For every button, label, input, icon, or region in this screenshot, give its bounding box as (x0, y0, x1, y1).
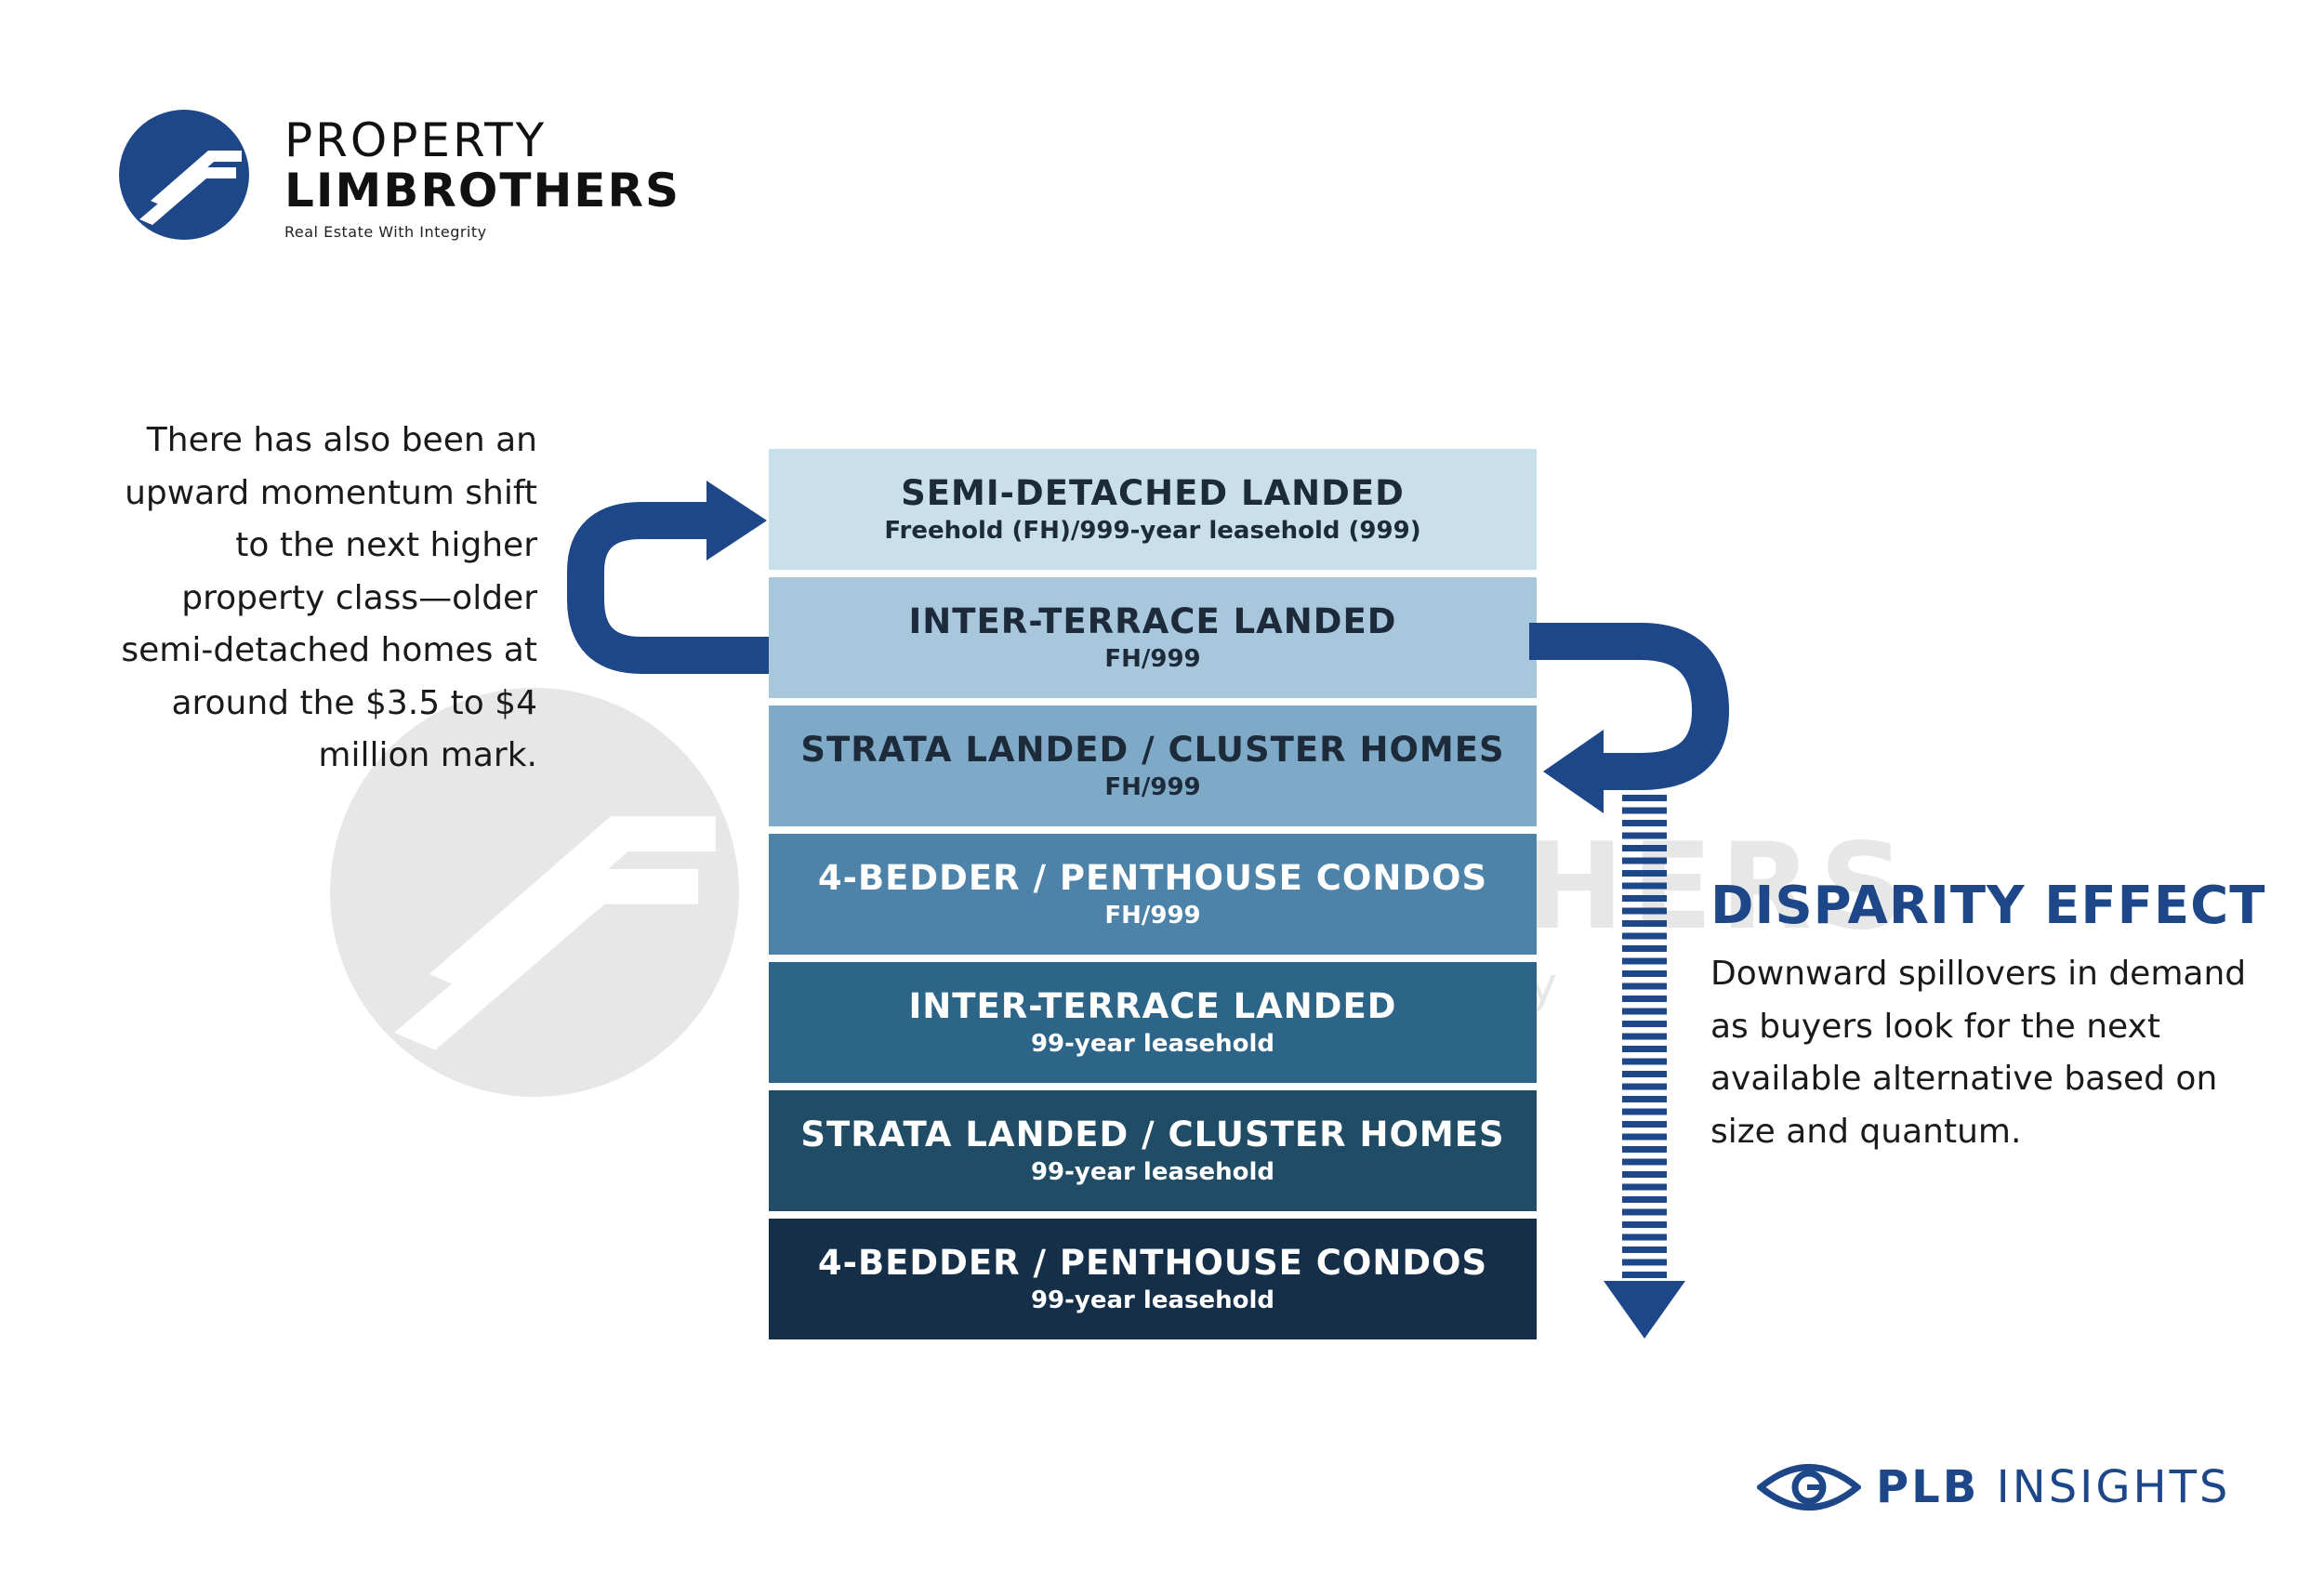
tier-title: INTER-TERRACE LANDED (908, 601, 1397, 641)
arrow-dash (1622, 1008, 1667, 1015)
tier-title: 4-BEDDER / PENTHOUSE CONDOS (817, 1243, 1488, 1283)
disparity-title: DISPARITY EFFECT (1710, 876, 2266, 936)
brand-logo: PROPERTY LIMBROTHERS Real Estate With In… (119, 110, 680, 249)
arrow-dash (1622, 932, 1667, 940)
tier-band: STRATA LANDED / CLUSTER HOMES FH/999 (769, 706, 1537, 826)
arrow-dash (1622, 1021, 1667, 1027)
arrow-dash (1622, 1259, 1667, 1266)
arrow-dash (1622, 832, 1667, 839)
tier-subtitle: Freehold (FH)/999-year leasehold (999) (884, 517, 1421, 545)
arrow-dash (1622, 1272, 1667, 1278)
arrow-dash (1622, 1121, 1667, 1128)
insights-wordmark: PLB INSIGHTS (1876, 1458, 2230, 1516)
arrow-dash (1622, 970, 1667, 977)
arrow-dash (1622, 1196, 1667, 1203)
arrow-dash (1622, 1046, 1667, 1052)
tier-subtitle: 99-year leasehold (1030, 1286, 1275, 1314)
arrow-dash (1622, 1158, 1667, 1166)
logo-name-line2: LIMBROTHERS (284, 164, 680, 218)
eye-icon (1757, 1464, 1861, 1510)
plb-insights-logo: PLB INSIGHTS (1757, 1455, 2240, 1520)
tier-band: 4-BEDDER / PENTHOUSE CONDOS FH/999 (769, 834, 1537, 955)
tier-title: 4-BEDDER / PENTHOUSE CONDOS (817, 858, 1488, 898)
tier-band: INTER-TERRACE LANDED FH/999 (769, 577, 1537, 698)
arrow-dash (1622, 1058, 1667, 1065)
tier-title: STRATA LANDED / CLUSTER HOMES (800, 730, 1505, 770)
arrow-dash (1622, 957, 1667, 965)
arrow-dash (1622, 1246, 1667, 1253)
arrow-dash (1622, 895, 1667, 902)
arrow-dash (1622, 820, 1667, 826)
tier-band: 4-BEDDER / PENTHOUSE CONDOS 99-year leas… (769, 1219, 1537, 1339)
insights-rest: INSIGHTS (1996, 1461, 2231, 1513)
arrow-dash (1622, 1096, 1667, 1102)
arrow-dash (1622, 870, 1667, 877)
arrow-dash (1622, 857, 1667, 864)
tier-title: SEMI-DETACHED LANDED (901, 473, 1405, 513)
insights-bold: PLB (1876, 1461, 1980, 1513)
arrow-dash (1622, 1183, 1667, 1191)
logo-emblem-icon (119, 110, 249, 240)
logo-tagline: Real Estate With Integrity (284, 223, 487, 241)
arrow-dash (1622, 1233, 1667, 1241)
tier-subtitle: 99-year leasehold (1030, 1030, 1275, 1058)
tier-subtitle: FH/999 (1104, 645, 1201, 673)
arrow-dash (1622, 1221, 1667, 1228)
downward-spillover-arrow-icon (1529, 623, 1730, 1339)
arrow-dash (1622, 1133, 1667, 1141)
arrow-dash (1622, 1208, 1667, 1216)
arrow-dash (1622, 1033, 1667, 1040)
dashed-shaft (1622, 795, 1667, 1278)
disparity-effect-panel: DISPARITY EFFECT Downward spillovers in … (1710, 874, 2287, 1158)
arrow-dash (1622, 1171, 1667, 1178)
arrow-dash (1622, 983, 1667, 990)
arrow-dash (1622, 1108, 1667, 1115)
tier-subtitle: FH/999 (1104, 902, 1201, 930)
arrow-dash (1622, 907, 1667, 915)
tier-subtitle: FH/999 (1104, 773, 1201, 801)
arrow-dash (1622, 795, 1667, 801)
arrow-dash (1622, 1071, 1667, 1077)
arrow-dash (1622, 845, 1667, 851)
tier-band: SEMI-DETACHED LANDED Freehold (FH)/999-y… (769, 449, 1537, 570)
arrow-dash (1622, 807, 1667, 814)
tier-band: STRATA LANDED / CLUSTER HOMES 99-year le… (769, 1090, 1537, 1211)
tier-title: STRATA LANDED / CLUSTER HOMES (800, 1115, 1505, 1154)
arrow-dash (1622, 1146, 1667, 1153)
tier-band: INTER-TERRACE LANDED 99-year leasehold (769, 962, 1537, 1083)
arrow-dash (1622, 945, 1667, 952)
arrow-dash (1622, 920, 1667, 927)
upward-momentum-note: There has also been an upward momentum s… (121, 421, 537, 774)
tier-title: INTER-TERRACE LANDED (908, 986, 1397, 1026)
tier-subtitle: 99-year leasehold (1030, 1158, 1275, 1186)
logo-name-line1: PROPERTY (284, 113, 548, 167)
upward-curved-arrow-icon (567, 481, 776, 674)
property-tier-stack: SEMI-DETACHED LANDED Freehold (FH)/999-y… (769, 449, 1537, 1347)
disparity-body: Downward spillovers in demand as buyers … (1710, 955, 2247, 1151)
arrow-dash (1622, 882, 1667, 890)
arrow-dash (1622, 996, 1667, 1002)
arrow-dash (1622, 1083, 1667, 1090)
